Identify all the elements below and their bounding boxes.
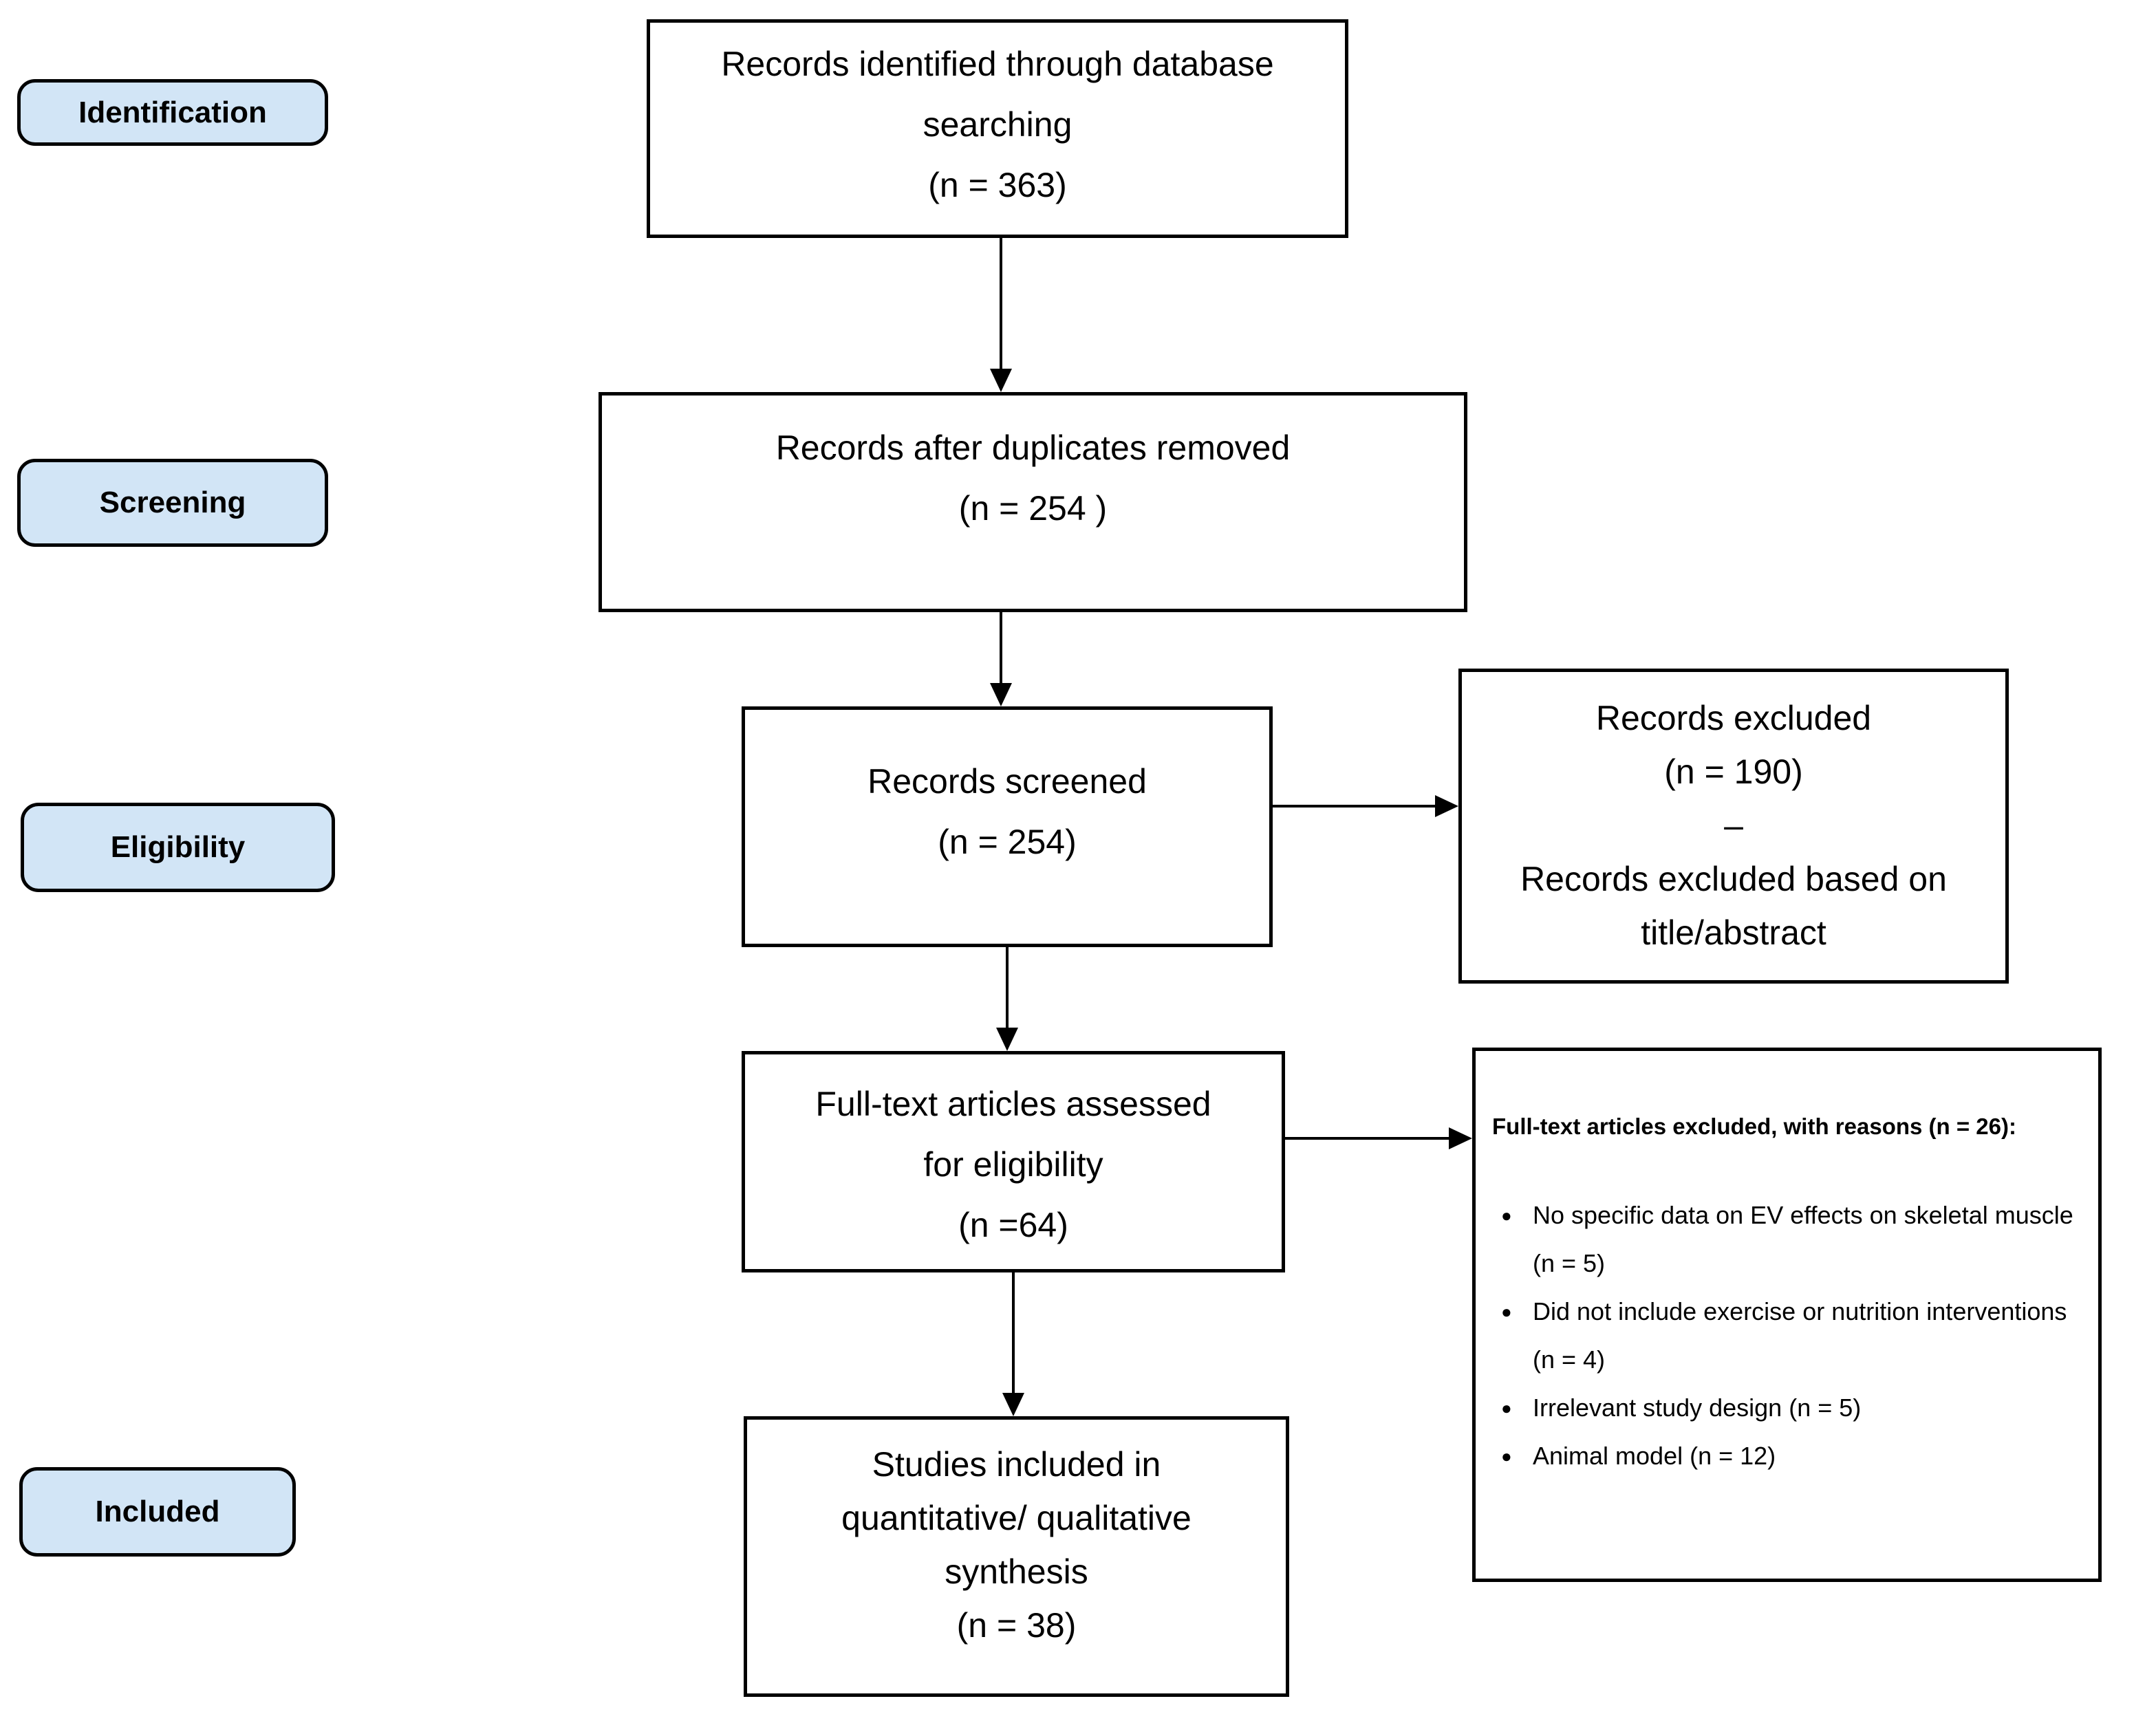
box-text-line: for eligibility (923, 1145, 1103, 1184)
arrow-shaft (1000, 238, 1002, 371)
box-text-line: Records excluded based on (1520, 860, 1947, 898)
arrow-shaft (1000, 612, 1002, 683)
box-text-line: Records after duplicates removed (775, 429, 1291, 467)
stage-label-eligibility: Eligibility (21, 803, 335, 892)
box-text-line: Records identified through database (721, 45, 1274, 83)
arrow-head-down-icon (996, 1028, 1018, 1051)
exclusion-reason-item: Animal model (n = 12) (1500, 1432, 2079, 1480)
stage-label-text: Included (95, 1495, 220, 1528)
box-fulltext-excluded-reasons: Full-text articles excluded, with reason… (1472, 1048, 2102, 1582)
box-fulltext-assessed: Full-text articles assessed for eligibil… (742, 1051, 1285, 1272)
arrow-head-down-icon (990, 683, 1012, 706)
box-records-identified: Records identified through database sear… (647, 19, 1348, 238)
box-records-after-duplicates: Records after duplicates removed (n = 25… (599, 392, 1467, 612)
box-text-line: title/abstract (1641, 913, 1826, 952)
arrow-shaft (1012, 1272, 1015, 1393)
box-count-line: (n = 254 ) (958, 489, 1108, 528)
box-count-line: (n = 190) (1664, 752, 1803, 791)
stage-label-text: Identification (78, 95, 267, 129)
stage-label-identification: Identification (17, 79, 328, 146)
arrow-head-down-icon (990, 369, 1012, 392)
box-text-line: synthesis (945, 1552, 1088, 1591)
box-count-line: (n = 254) (938, 823, 1077, 861)
exclusion-reason-item: Did not include exercise or nutrition in… (1500, 1288, 2079, 1384)
stage-label-screening: Screening (17, 459, 328, 547)
box-count-line: (n = 363) (928, 166, 1067, 204)
box-records-screened: Records screened (n = 254) (742, 706, 1273, 947)
box-count-line: (n =64) (958, 1206, 1068, 1244)
box-count-line: (n = 38) (956, 1606, 1077, 1645)
exclusion-reasons-heading: Full-text articles excluded, with reason… (1492, 1114, 2016, 1139)
box-text-line: Studies included in (872, 1445, 1161, 1484)
arrow-head-right-icon (1449, 1127, 1472, 1149)
box-text-line: Records excluded (1595, 699, 1872, 737)
exclusion-reason-item: No specific data on EV effects on skelet… (1500, 1191, 2079, 1288)
box-text-line: Full-text articles assessed (815, 1085, 1211, 1123)
stage-label-text: Eligibility (110, 830, 246, 864)
arrow-head-right-icon (1435, 795, 1458, 817)
box-text-line: Records screened (867, 762, 1147, 801)
box-records-excluded: Records excluded (n = 190) – Records exc… (1458, 669, 2009, 984)
arrow-shaft (1285, 1137, 1449, 1140)
box-dash-line: – (1724, 806, 1743, 845)
box-text-line: quantitative/ qualitative (841, 1499, 1192, 1537)
exclusion-reasons-list: No specific data on EV effects on skelet… (1500, 1191, 2079, 1480)
box-text-line: searching (923, 105, 1072, 144)
arrow-shaft (1273, 805, 1435, 808)
stage-label-included: Included (19, 1467, 296, 1557)
box-studies-included: Studies included in quantitative/ qualit… (744, 1416, 1289, 1697)
stage-label-text: Screening (99, 486, 246, 519)
arrow-shaft (1006, 947, 1009, 1028)
arrow-head-down-icon (1002, 1393, 1024, 1416)
exclusion-reason-item: Irrelevant study design (n = 5) (1500, 1384, 2079, 1432)
